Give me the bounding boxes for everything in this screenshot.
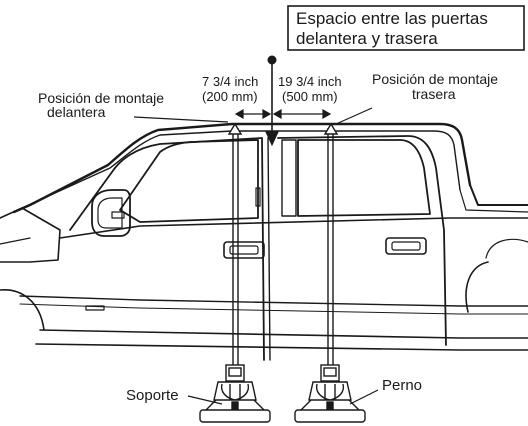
- front-mount-label-line1: Posición de montaje: [38, 90, 164, 106]
- front-dimension-mm: (200 mm): [202, 89, 258, 104]
- rear-bracket: [294, 364, 366, 423]
- rear-dimension-mm: (500 mm): [282, 89, 338, 104]
- front-bracket: [199, 364, 271, 423]
- gap-callout-line1: Espacio entre las puertas: [296, 9, 488, 28]
- truck-illustration: [0, 122, 528, 361]
- gap-callout-box: [287, 5, 525, 51]
- dimension-arrows: [234, 108, 332, 120]
- rear-mount-label-line1: Posición de montaje: [372, 71, 498, 87]
- mount-guide-lines: [232, 128, 334, 372]
- gap-callout: Espacio entre las puertas delantera y tr…: [287, 5, 525, 51]
- front-mount-label-line2: delantera: [47, 104, 106, 120]
- rear-dimension-inch: 19 3/4 inch: [278, 74, 342, 89]
- rear-mount-label-line2: trasera: [412, 86, 456, 102]
- mount-triangles: [227, 122, 339, 135]
- front-dimension-inch: 7 3/4 inch: [202, 74, 258, 89]
- gap-pointer: [265, 55, 279, 147]
- gap-callout-line2: delantera y trasera: [296, 29, 438, 48]
- leader-lines: [133, 107, 379, 405]
- front-mount-triangle: [227, 122, 243, 135]
- support-label: Soporte: [126, 387, 179, 404]
- bolt-label: Perno: [382, 377, 422, 394]
- rear-mount-triangle: [323, 122, 339, 135]
